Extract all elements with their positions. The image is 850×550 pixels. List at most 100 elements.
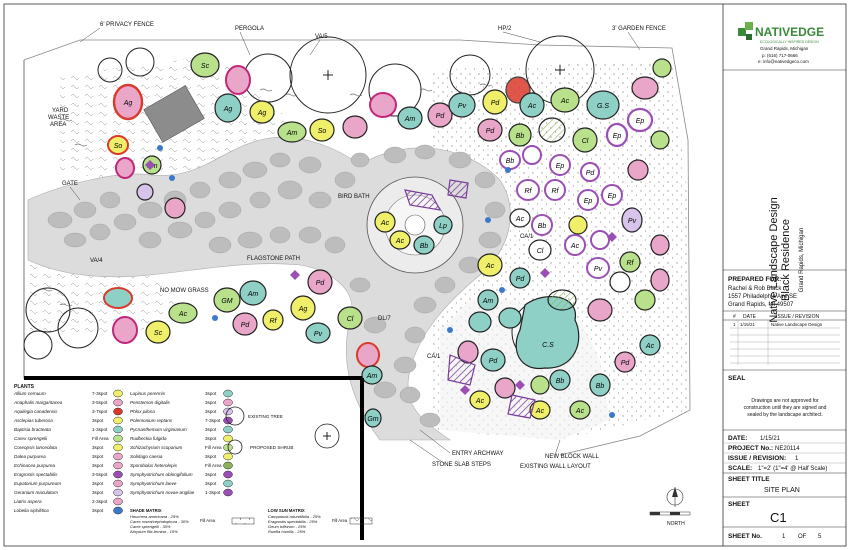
- svg-text:5: 5: [818, 534, 822, 540]
- legend-left-plant-name: Anaphalis margaritacea: [13, 400, 63, 405]
- label-ca1-east: CA/1: [520, 234, 534, 240]
- svg-text:Pd: Pd: [436, 113, 446, 120]
- legend-left-plant-qty: 3-5spot: [92, 472, 108, 477]
- legend-left-plant-swatch: [113, 452, 123, 461]
- svg-text:DATE:: DATE:: [728, 435, 747, 442]
- legend-left-plant-qty: 1-3spot: [92, 427, 108, 432]
- legend-right-plant-swatch: [223, 452, 233, 461]
- legend-left-plant-qty: 7-3spot: [92, 391, 108, 396]
- svg-text:Gm: Gm: [367, 416, 378, 423]
- legend-left-plant-swatch: [113, 488, 123, 497]
- legend-left-plant-name: Lobelia siphilitica: [14, 508, 49, 513]
- label-no-mow: NO MOW GRASS: [160, 288, 209, 294]
- svg-text:Cl: Cl: [582, 138, 589, 145]
- svg-text:Pd: Pd: [621, 360, 631, 367]
- svg-text:Fill Area: Fill Area: [200, 518, 216, 523]
- low-sun-matrix-title: LOW SUN MATRIX: [268, 508, 305, 513]
- legend-left-plant-name: Coreopsis lanceolata: [14, 445, 57, 450]
- legend-right-plant-name: Pycnanthemum virginianum: [130, 427, 187, 432]
- fence-line: [23, 39, 691, 456]
- low-sun-matrix-item: Geum triflorum - 25%: [268, 524, 306, 529]
- svg-text:Cl: Cl: [537, 248, 544, 255]
- svg-text:Pd: Pd: [489, 358, 499, 365]
- legend-right-plant-name: Sporobolus heterolepis: [130, 463, 178, 468]
- svg-text:So: So: [114, 143, 123, 150]
- svg-text:SHEET: SHEET: [728, 501, 750, 508]
- legend-right-plant-name: Schizachyrium scoparium: [130, 445, 183, 450]
- legend-right-plant-swatch: [223, 488, 233, 497]
- legend-right-plant-name: Symphyotrichum laeve: [130, 481, 177, 486]
- title-block: NATIVEDGE ECOLOGICALLY INSPIRED DESIGN G…: [722, 4, 846, 546]
- svg-text:Fill Area: Fill Area: [332, 518, 348, 523]
- legend-left-plant-swatch: [113, 443, 123, 452]
- legend-left-plant-swatch: [113, 497, 123, 506]
- date-value: 1/15/21: [760, 436, 781, 442]
- legend-right-plant-swatch: [223, 416, 233, 425]
- legend-right-plant-name: Solidago caesia: [130, 454, 163, 459]
- legend-left-plant-swatch: [113, 434, 123, 443]
- label-existing-wall: EXISTING WALL LAYOUT: [520, 464, 591, 470]
- svg-text:Rf: Rf: [627, 260, 635, 267]
- svg-text:Ep: Ep: [556, 163, 565, 170]
- legend-left-plant-swatch: [113, 389, 123, 398]
- legend-left-plant-swatch: [113, 506, 123, 515]
- legend-left-plant-swatch: [113, 461, 123, 470]
- legend-left-plant-qty: 3spot: [92, 445, 104, 450]
- svg-text:Ac: Ac: [178, 311, 188, 318]
- plan-labels: 6' PRIVACY FENCE PERGOLA VA/5 HP/2 3' GA…: [48, 22, 666, 470]
- nativedge-logo-icon: [738, 22, 753, 40]
- svg-text:1: 1: [795, 456, 799, 462]
- svg-text:Rf: Rf: [552, 188, 560, 195]
- svg-text:GM: GM: [221, 298, 232, 305]
- shade-matrix-title: SHADE MATRIX: [130, 508, 162, 513]
- legend-left-plant-qty: 3spot: [92, 463, 104, 468]
- purple-diamonds: [145, 160, 617, 395]
- blue-drops: [157, 145, 615, 418]
- svg-text:Pv: Pv: [314, 331, 323, 338]
- legend-right-plant-qty: Fill Area: [205, 445, 222, 450]
- svg-text:Ep: Ep: [584, 198, 593, 205]
- svg-text:Ag: Ag: [223, 106, 233, 113]
- grass-marks: [39, 83, 493, 307]
- legend-right-plant-swatch: [223, 398, 233, 407]
- legend-right-plant-qty: 3spot: [205, 436, 217, 441]
- legend-left-plant-swatch: [113, 479, 123, 488]
- svg-text:Ac: Ac: [560, 98, 570, 105]
- svg-text:Bb: Bb: [506, 158, 515, 165]
- legend-right-plant-swatch: [223, 434, 233, 443]
- svg-text:Ac: Ac: [380, 220, 390, 227]
- legend-left-plant-qty: 3spot: [92, 418, 104, 423]
- legend-left-plant-qty: Fill Area: [92, 436, 109, 441]
- legend-left-plant-name: Carex sprengelii: [14, 436, 48, 441]
- svg-text:DATE: DATE: [743, 314, 757, 320]
- legend-left-plant-name: Eupatorium purpureum: [14, 481, 61, 486]
- legend-right-plant-qty: 3spot: [205, 427, 217, 432]
- legend-left-plant-qty: 2-3spot: [92, 499, 108, 504]
- legend-right-plant-name: Symphyotrichum novae-angliae: [130, 490, 195, 495]
- svg-text:OF: OF: [798, 534, 807, 540]
- sheet-title: SITE PLAN: [764, 487, 800, 494]
- legend-header: PLANTS: [14, 384, 35, 390]
- label-pergola: PERGOLA: [235, 26, 264, 32]
- label-va5: VA/5: [315, 34, 328, 40]
- company-name: NATIVEDGE: [755, 25, 824, 39]
- svg-text:Pd: Pd: [486, 128, 496, 135]
- legend-left-plant-qty: 3spot: [92, 454, 104, 459]
- legend-left-plant-name: Dalea purpurea: [14, 454, 46, 459]
- legend-left-plant-qty: 3-7spot: [92, 409, 108, 414]
- svg-text:Pv: Pv: [628, 218, 637, 225]
- legend-left-plant-name: Echinacea purpurea: [14, 463, 56, 468]
- svg-text:Ac: Ac: [527, 103, 537, 110]
- shade-matrix-item: Heuchera americana - 25%: [130, 514, 179, 519]
- svg-text:Rf: Rf: [525, 188, 533, 195]
- legend-proposed-shrub: PROPOSED SHRUB: [250, 445, 293, 450]
- north-arrow: NORTH: [649, 487, 691, 527]
- leader-lines: [69, 27, 641, 465]
- svg-text:Ep: Ep: [636, 118, 645, 125]
- legend-right-plant-swatch: [223, 407, 233, 416]
- label-ca1-south: CA/1: [427, 354, 441, 360]
- low-sun-matrix-item: Campanula rotundifolia - 25%: [268, 514, 321, 519]
